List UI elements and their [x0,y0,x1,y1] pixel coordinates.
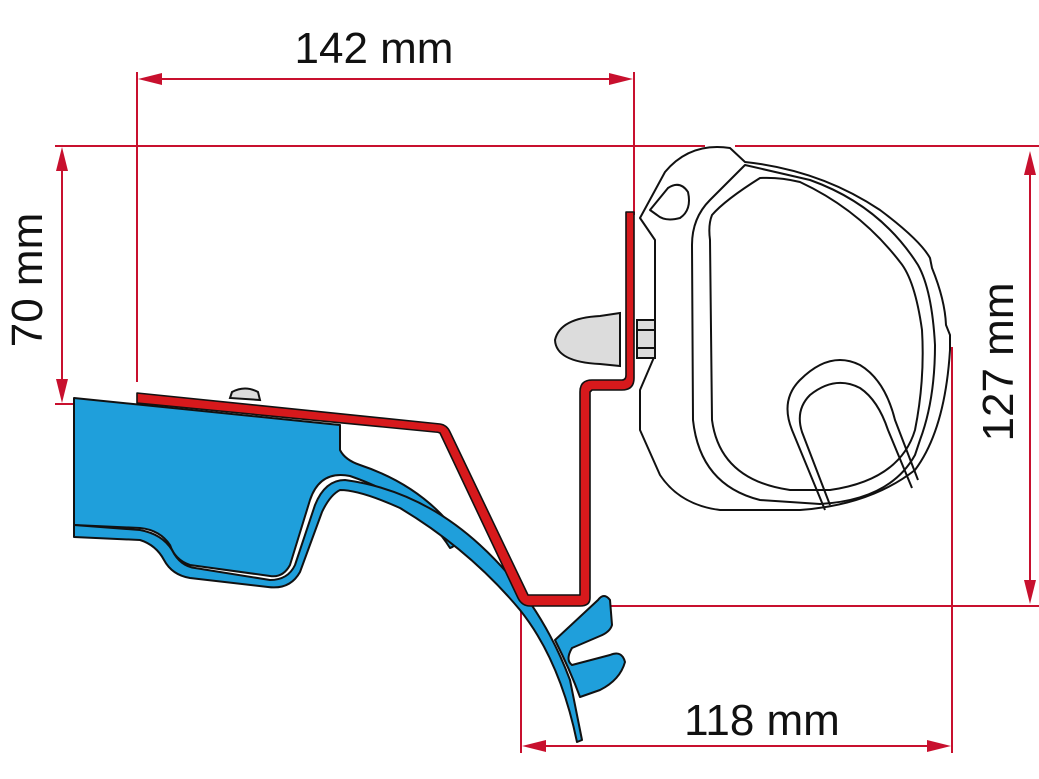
vehicle-roof-profile [73,397,626,743]
awning-latch [649,183,690,221]
adapter-bracket [136,211,635,607]
roof-outer-skin [73,479,583,743]
nut-icon [636,319,656,359]
label-70: 70 mm [3,213,52,347]
screw-head-icon [228,387,262,402]
bolt-assembly [553,311,656,368]
arrow-right-118 [927,740,951,752]
awning-case [639,146,951,511]
arrow-top-127 [1024,151,1036,175]
dimension-70: 70 mm [3,147,68,403]
label-142: 142 mm [295,24,454,73]
awning-outer-shell [639,146,951,511]
arrow-top-70 [56,147,68,171]
rubber-seal [554,595,626,698]
dimension-142: 142 mm [138,24,633,85]
bolt-head-icon [553,311,621,368]
arrow-bottom-127 [1024,580,1036,604]
extension-lines [55,72,1039,753]
arrow-left-142 [138,73,162,85]
dimension-118: 118 mm [522,696,951,752]
dimension-127: 127 mm [974,151,1036,604]
awning-inner-frame [691,164,936,505]
arrow-left-118 [522,740,546,752]
awning-roll-inner [798,381,913,506]
awning-inner-panel [708,176,924,491]
label-127: 127 mm [974,283,1023,442]
arrow-bottom-70 [56,379,68,403]
arrow-right-142 [609,73,633,85]
awning-roll-outer [786,359,919,511]
label-118: 118 mm [684,696,840,745]
